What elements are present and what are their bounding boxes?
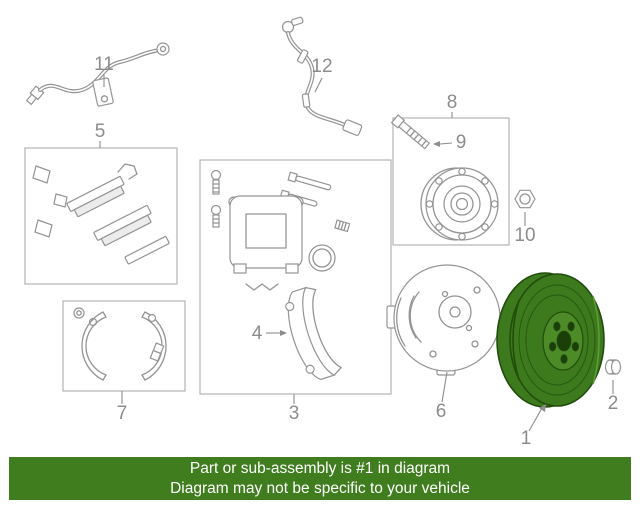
guide-pin — [287, 171, 332, 191]
cable-connector — [342, 119, 363, 136]
part-6-backing-plate[interactable]: 6 — [386, 264, 501, 422]
label-4-arrow — [280, 330, 287, 336]
rotor-lug-hole — [560, 354, 568, 364]
rotor-lug-hole — [553, 321, 561, 332]
part-12-abs-sensor[interactable]: 12 — [281, 16, 363, 136]
part-3-label[interactable]: 3 — [289, 403, 300, 424]
part-3-box — [199, 159, 392, 395]
shoe-washer — [73, 307, 85, 319]
backing-plate-drawing — [386, 264, 501, 376]
rotor-shadow — [512, 299, 520, 381]
part-2-cap[interactable]: 2 — [604, 359, 622, 414]
diagram-canvas: 11 12 — [24, 16, 622, 449]
part-11-label[interactable]: 11 — [94, 54, 114, 75]
brake-pad — [66, 175, 125, 218]
part-2-label[interactable]: 2 — [608, 393, 619, 414]
part-5-box — [24, 147, 178, 285]
part-4-caliper-bracket[interactable] — [280, 285, 343, 384]
cap-front — [610, 359, 622, 375]
cable-grommet — [296, 49, 309, 64]
pad-retainer-spring — [245, 283, 279, 291]
part-8-box — [392, 117, 510, 246]
label-6-leader — [441, 371, 448, 403]
shoe-washer-hole — [76, 310, 82, 316]
rotor-band — [518, 284, 596, 396]
rotor-highlight — [592, 295, 600, 385]
part-7-box — [62, 300, 186, 392]
part-9-label[interactable]: 9 — [456, 132, 467, 153]
notice-banner: Part or sub-assembly is #1 in diagram Di… — [9, 457, 631, 500]
rotor-lug-hole — [567, 321, 575, 332]
label-1-arrow — [539, 404, 546, 412]
part-9-hub-bolt[interactable] — [390, 114, 431, 150]
rotor-center-hole — [556, 330, 572, 352]
nut-hex — [514, 189, 536, 209]
shoe-adjuster — [149, 342, 165, 362]
rotor-lug-hole — [548, 341, 557, 352]
pad-clip — [53, 193, 68, 208]
brake-pad — [93, 204, 152, 247]
caliper-body — [228, 195, 304, 274]
label-9-arrow — [433, 141, 440, 147]
part-10-nut[interactable]: 10 — [514, 189, 536, 246]
pad-spring — [117, 163, 138, 180]
banjo-hole — [159, 45, 167, 53]
hose-fitting — [25, 85, 45, 106]
part-10-label[interactable]: 10 — [514, 225, 535, 246]
hose-core-line — [39, 49, 161, 93]
rotor-band — [525, 294, 589, 386]
part-3-caliper-assembly[interactable]: 4 3 — [199, 159, 392, 424]
part-8-hub-assembly[interactable]: 9 8 — [390, 92, 510, 246]
part-5-brake-pad-kit[interactable]: 5 — [24, 121, 178, 285]
label-12-leader — [314, 77, 323, 93]
part-7-brake-shoe-kit[interactable]: 7 — [62, 300, 186, 424]
cable-grommet — [301, 93, 311, 108]
part-1-brake-rotor[interactable]: 1 — [496, 272, 605, 449]
part-8-label[interactable]: 8 — [447, 92, 458, 113]
banjo-fitting — [156, 42, 170, 56]
part-5-label[interactable]: 5 — [95, 121, 106, 142]
brake-shoe-left — [81, 311, 107, 381]
part-12-label[interactable]: 12 — [311, 56, 332, 77]
part-1-label[interactable]: 1 — [521, 428, 532, 449]
sensor-cable-core — [287, 32, 348, 127]
part-7-label[interactable]: 7 — [117, 403, 128, 424]
rotor-lug-hole — [571, 341, 580, 352]
sensor-tab — [290, 16, 304, 26]
part-4-label[interactable]: 4 — [252, 323, 263, 344]
pad-clip — [34, 219, 53, 238]
bolt-threads — [405, 127, 427, 147]
shoe-pin — [147, 313, 157, 323]
caliper-bolt — [210, 204, 222, 228]
caliper-piston — [308, 244, 336, 272]
hose-bracket — [92, 77, 114, 107]
hub-bearing — [420, 167, 499, 241]
label-1-leader — [528, 407, 543, 432]
banner-line-2: Diagram may not be specific to your vehi… — [170, 479, 470, 497]
caliper-bolt — [210, 169, 222, 195]
label-9-leader — [439, 142, 453, 145]
pad-clip — [32, 165, 51, 184]
pin-boot — [334, 219, 351, 233]
nut-bore — [519, 193, 531, 205]
banner-line-1: Part or sub-assembly is #1 in diagram — [189, 459, 451, 477]
part-11-brake-hose[interactable]: 11 — [25, 42, 170, 107]
pad-shim — [124, 235, 170, 265]
part-6-label[interactable]: 6 — [436, 401, 447, 422]
